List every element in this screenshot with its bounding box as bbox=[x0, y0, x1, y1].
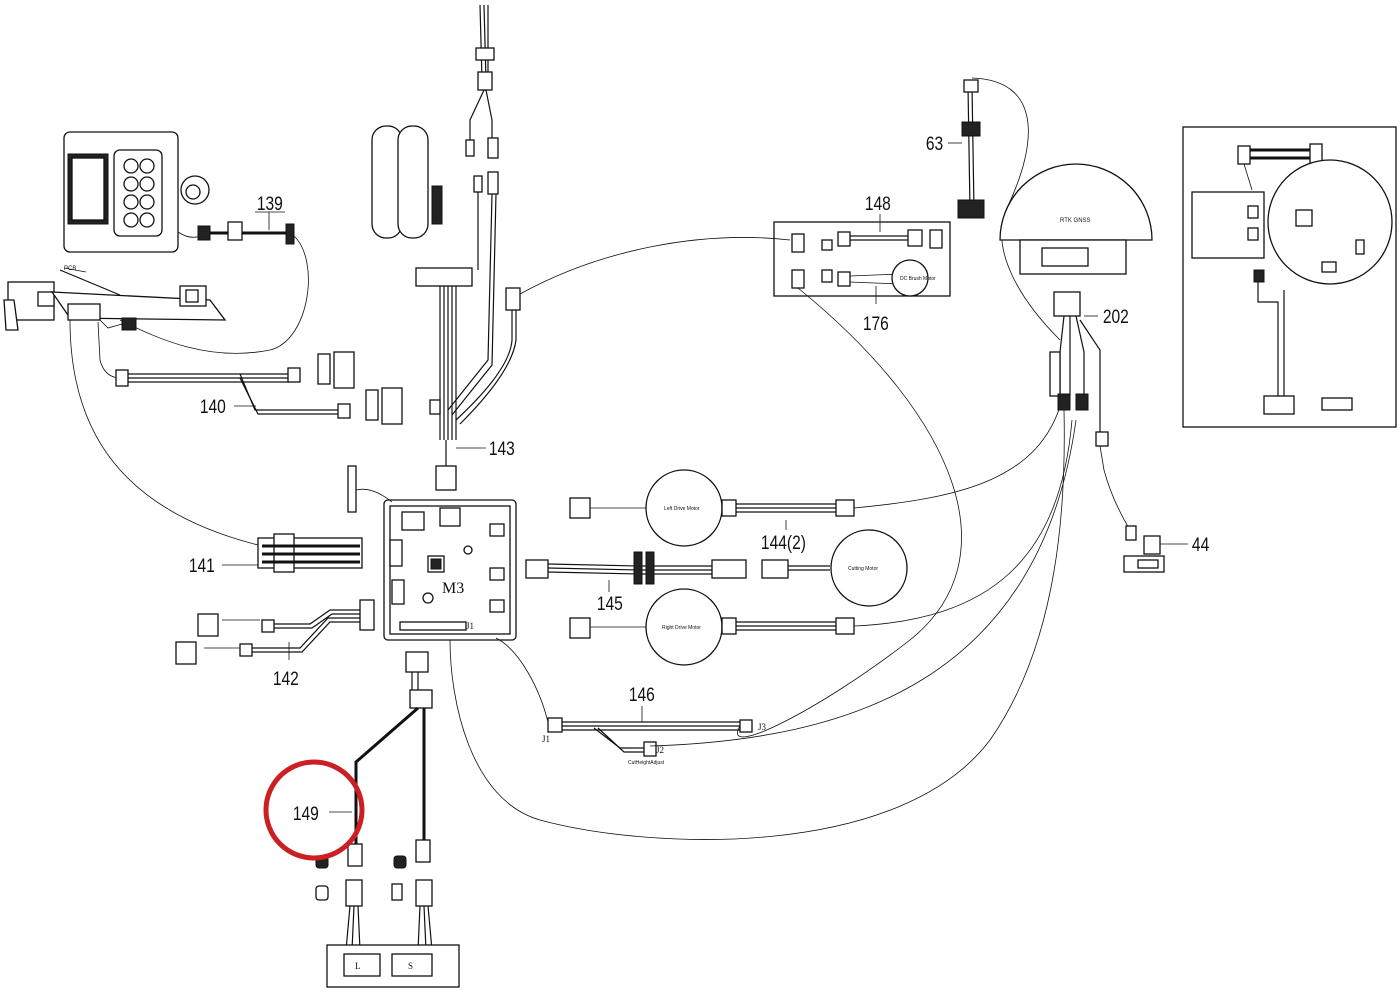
harness-63 bbox=[957, 77, 1061, 341]
mainboard-label: M3 bbox=[442, 580, 464, 597]
j2-harness-label: J2 bbox=[656, 745, 664, 755]
j1-harness-label: J1 bbox=[542, 734, 550, 744]
callout-44: 44 bbox=[1192, 534, 1210, 556]
callout-leaders bbox=[63, 142, 1188, 813]
wire-left-motor bbox=[853, 399, 1063, 509]
callout-149: 149 bbox=[293, 803, 319, 825]
callout-142: 142 bbox=[273, 668, 299, 690]
callout-140: 140 bbox=[200, 396, 226, 418]
hall-sensor-board: DC Brush Motor bbox=[773, 221, 951, 297]
rtk-gnss-unit: RTK GNSS bbox=[999, 163, 1153, 275]
mainboard: M3 J1 bbox=[383, 499, 517, 641]
callout-176: 176 bbox=[863, 313, 889, 335]
control-panel bbox=[63, 131, 210, 253]
switch-assembly: L S bbox=[315, 879, 460, 988]
callout-141: 141 bbox=[189, 555, 215, 577]
inset-panel bbox=[1182, 126, 1397, 428]
pcb-label: PCB bbox=[64, 266, 76, 272]
harness-140 bbox=[97, 321, 403, 425]
pcb-assembly bbox=[3, 269, 227, 331]
harness-142 bbox=[175, 599, 375, 665]
battery-pack bbox=[371, 125, 443, 239]
callout-145: 145 bbox=[597, 593, 623, 615]
cut-height-adjust-label: CutHeightAdjust bbox=[628, 760, 665, 766]
harness-202 bbox=[449, 291, 1131, 840]
harness-139 bbox=[119, 211, 309, 354]
rtk-gnss-label: RTK GNSS bbox=[1060, 218, 1091, 224]
callout-148: 148 bbox=[865, 193, 891, 215]
callout-146: 146 bbox=[629, 684, 655, 706]
callout-63: 63 bbox=[926, 133, 943, 155]
right-drive-motor-label: Right Drive Motor bbox=[662, 625, 701, 631]
l-switch-label: L bbox=[355, 961, 361, 971]
harness-149 bbox=[315, 651, 433, 869]
harness-146: J1 J3 J2 CutHeightAdjust bbox=[495, 419, 1077, 766]
j1-board-label: J1 bbox=[466, 621, 474, 631]
keypad-buttons bbox=[123, 158, 155, 228]
sensor-44 bbox=[1123, 525, 1165, 573]
callout-139: 139 bbox=[257, 193, 283, 215]
dc-brush-motor-label: DC Brush Motor bbox=[900, 276, 936, 282]
wire-176-loop bbox=[737, 287, 962, 738]
callout-202: 202 bbox=[1103, 306, 1129, 328]
cutting-motor-group: Cutting Motor bbox=[525, 529, 908, 607]
cutting-motor-label: Cutting Motor bbox=[848, 566, 878, 572]
j3-harness-label: J3 bbox=[758, 722, 767, 732]
harness-143 bbox=[415, 4, 521, 491]
s-switch-label: S bbox=[408, 961, 413, 971]
callout-144: 144(2) bbox=[761, 532, 806, 554]
left-drive-motor-group: Left Drive Motor bbox=[569, 469, 855, 547]
harness-141 bbox=[69, 319, 363, 573]
wire-hall-board bbox=[519, 237, 791, 295]
callout-143: 143 bbox=[489, 438, 515, 460]
sensor-strip bbox=[347, 465, 393, 513]
left-drive-motor-label: Left Drive Motor bbox=[664, 506, 700, 512]
right-drive-motor-group: Right Drive Motor bbox=[569, 588, 855, 666]
highlight-circle-149 bbox=[263, 759, 365, 861]
